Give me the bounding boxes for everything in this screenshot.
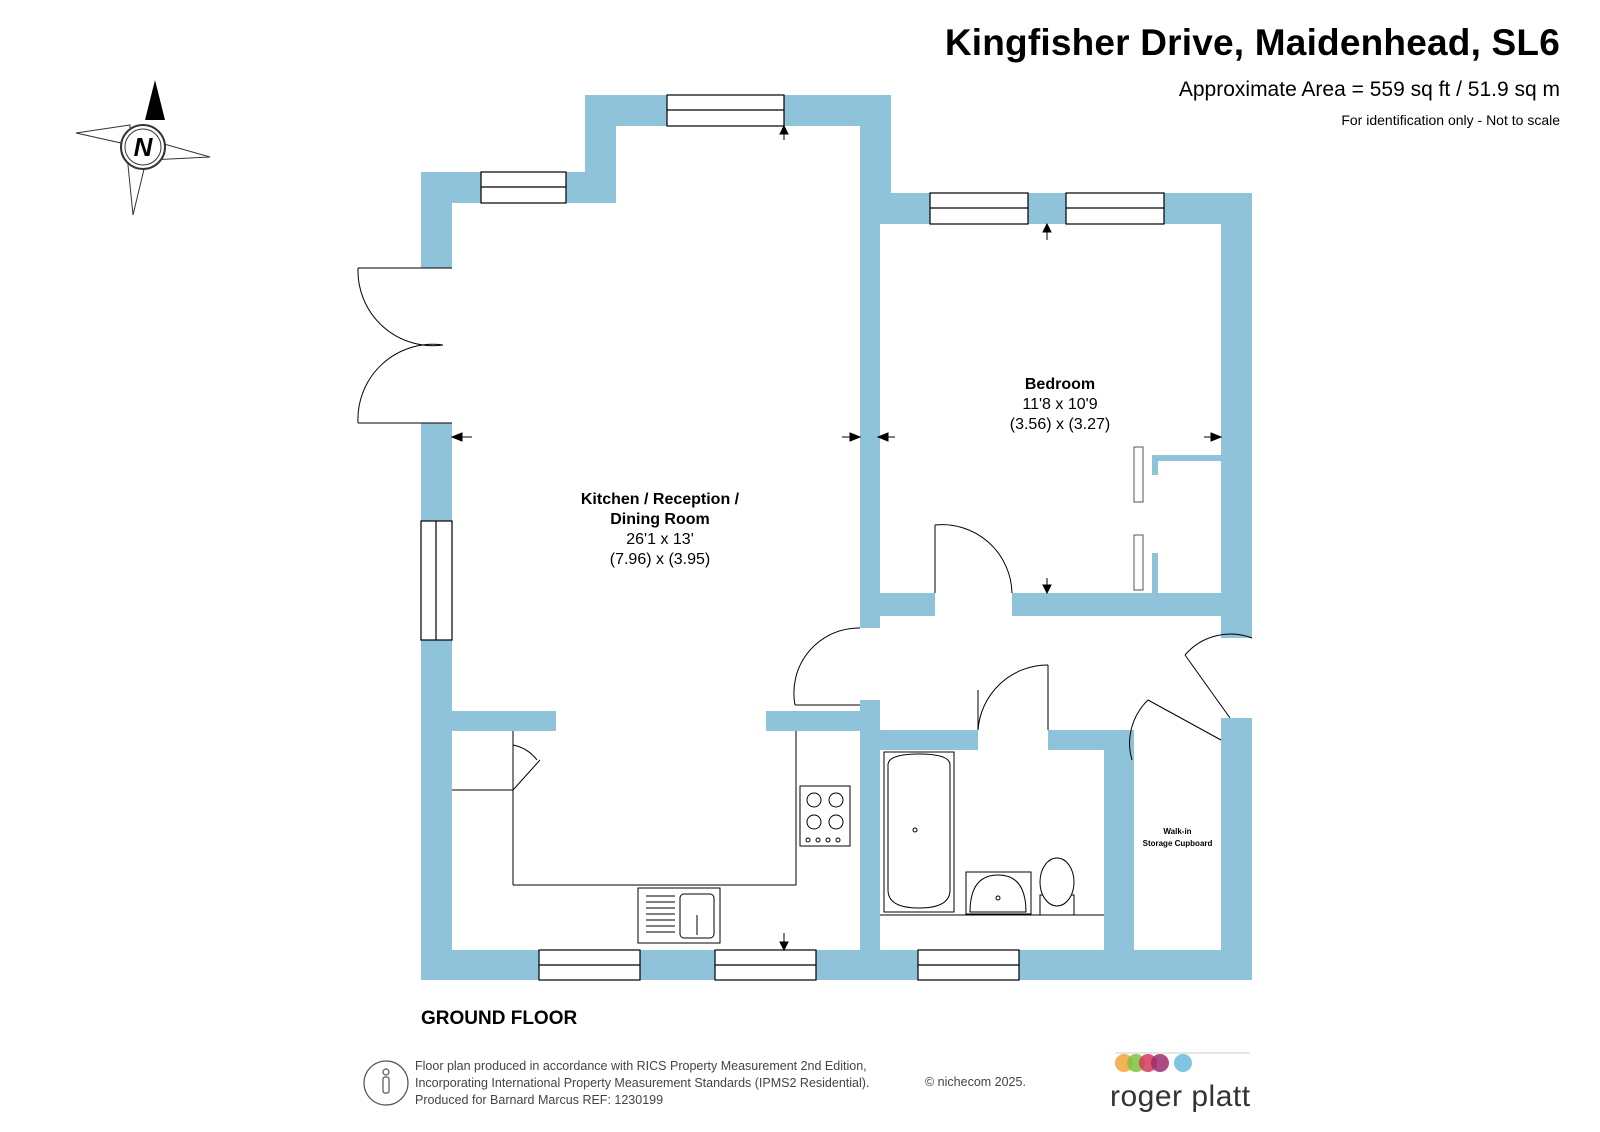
- floor-label: GROUND FLOOR: [421, 1008, 578, 1029]
- kitchen-units: [452, 731, 851, 944]
- page-title: Kingfisher Drive, Maidenhead, SL6: [944, 22, 1560, 63]
- footer-line3: Produced for Barnard Marcus REF: 1230199: [415, 1093, 664, 1107]
- room-label-bedroom: Bedroom 11'8 x 10'9 (3.56) x (3.27): [980, 375, 1140, 435]
- footer-line2: Incorporating International Property Mea…: [415, 1076, 870, 1090]
- wardrobe: [1133, 446, 1144, 591]
- walls: [421, 95, 1252, 980]
- rics-badge-icon: [363, 1060, 409, 1106]
- windows: [420, 94, 1165, 981]
- compass-icon: N: [75, 80, 211, 216]
- doors: [357, 267, 1253, 791]
- storage-line2: Storage Cupboard: [1142, 839, 1213, 848]
- disclaimer: For identification only - Not to scale: [1341, 112, 1560, 128]
- room-size-imperial: 26'1 x 13': [626, 531, 694, 548]
- footer-text: Floor plan produced in accordance with R…: [415, 1058, 869, 1109]
- approximate-area: Approximate Area = 559 sq ft / 51.9 sq m: [1178, 78, 1560, 101]
- copyright: © nichecom 2025.: [925, 1075, 1026, 1089]
- room-label-kitchen: Kitchen / Reception / Dining Room 26'1 x…: [540, 490, 780, 570]
- room-name: Bedroom: [1024, 376, 1096, 393]
- compass-n-label: N: [134, 132, 154, 162]
- room-name-line2: Dining Room: [610, 511, 710, 528]
- bathroom-fittings: [880, 751, 1104, 916]
- measurement-arrows: [450, 124, 1223, 952]
- storage-line1: Walk-in: [1163, 827, 1192, 836]
- brand-dots-icon: [1115, 1052, 1250, 1072]
- room-label-storage: Walk-in Storage Cupboard: [1134, 826, 1221, 850]
- room-size-imperial: 11'8 x 10'9: [1022, 396, 1098, 413]
- brand-logo: roger platt: [1110, 1080, 1251, 1113]
- room-size-metric: (7.96) x (3.95): [609, 551, 711, 568]
- room-size-metric: (3.56) x (3.27): [1009, 416, 1111, 433]
- footer-line1: Floor plan produced in accordance with R…: [415, 1059, 867, 1073]
- room-name-line1: Kitchen / Reception /: [580, 491, 740, 508]
